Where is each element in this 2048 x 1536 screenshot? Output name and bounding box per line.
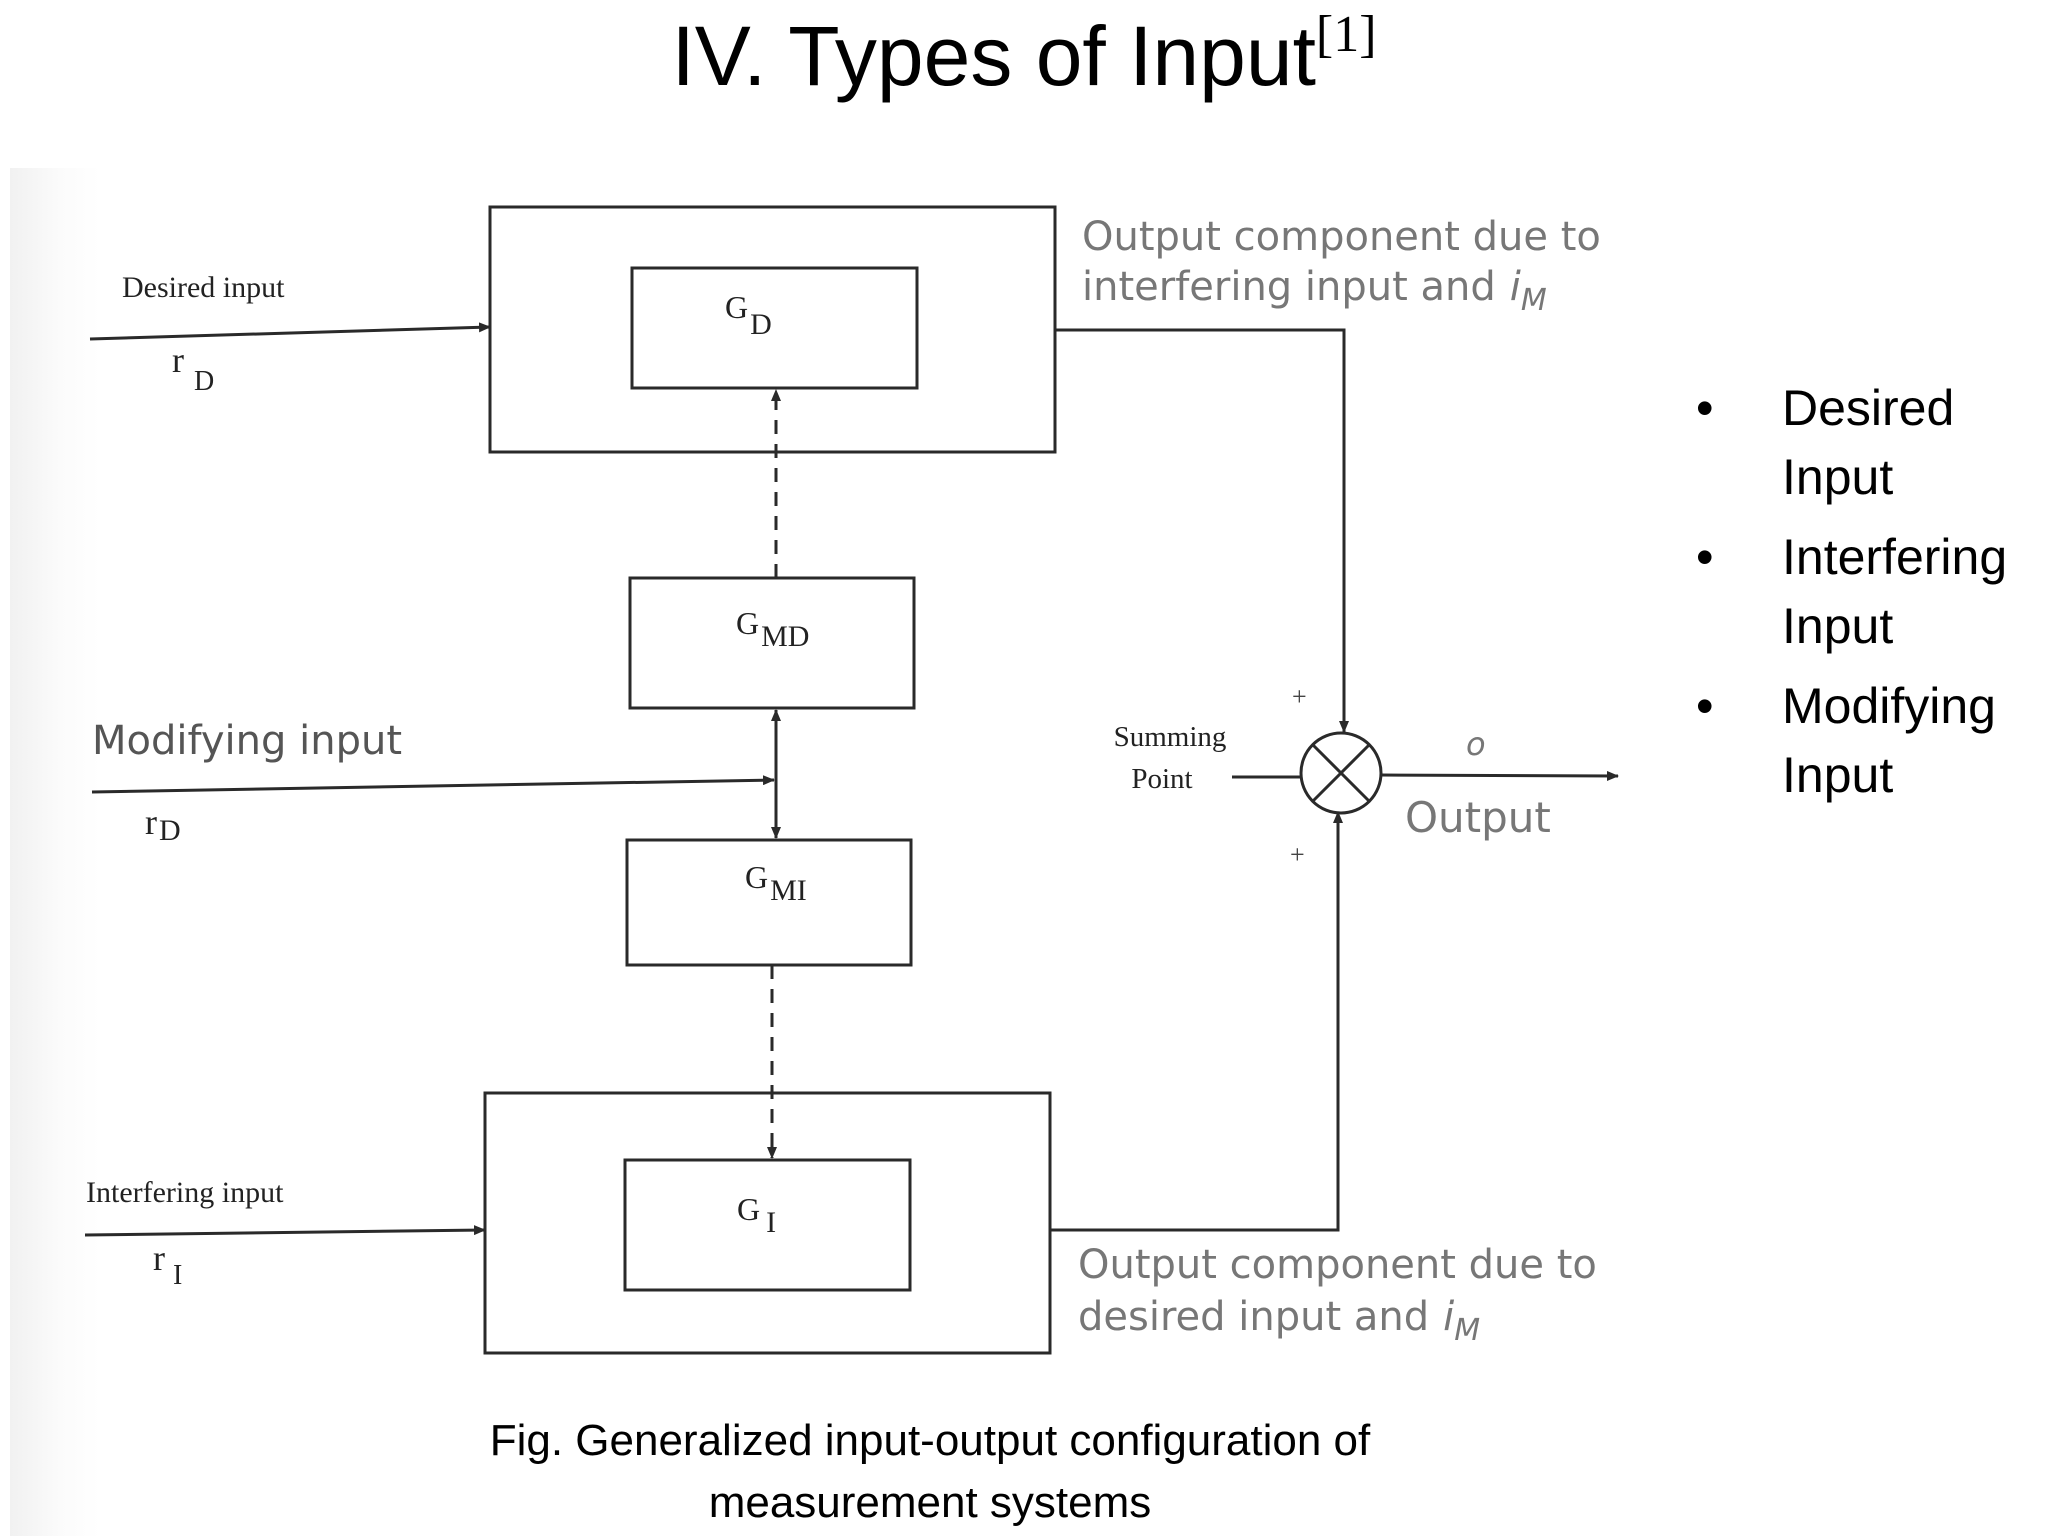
summing-point-label-line2: Point — [1131, 763, 1192, 795]
interfering-input-arrow — [84, 1225, 486, 1237]
output-label: Output — [1405, 793, 1551, 842]
interfering-input-sub: I — [173, 1260, 182, 1291]
gd-label-sub: D — [750, 308, 772, 341]
bullet-marker: • — [1696, 380, 1714, 436]
gi-label-g: G — [737, 1191, 760, 1227]
slide-title-text: IV. Types of Input — [671, 9, 1316, 103]
title-reference: [1] — [1315, 6, 1377, 63]
interfering-input-label: Interfering input — [86, 1176, 284, 1209]
gi-label-sub: I — [766, 1206, 776, 1239]
gi-output-line — [1050, 811, 1343, 1232]
gmi-label-g: G — [745, 859, 768, 895]
modifying-input-symbol: rD — [145, 802, 181, 847]
desired-input-sub: D — [194, 366, 214, 397]
output-arrow — [1380, 770, 1619, 781]
gd-output-line — [1055, 328, 1349, 733]
gd-block — [630, 266, 919, 390]
summing-cross-b — [1311, 743, 1371, 803]
bullet-text-line2: Input — [1782, 598, 1894, 654]
desired-input-symbol: rD — [172, 340, 214, 397]
gmi-label: GMI — [745, 859, 807, 907]
gmd-label-g: G — [736, 605, 759, 641]
plus-sign-top: + — [1292, 682, 1307, 711]
summing-point-circle — [1299, 731, 1383, 815]
bullet-marker: • — [1696, 529, 1714, 585]
top-output-annotation-line2: interfering input and iM — [1082, 264, 1547, 318]
figure-caption-line2: measurement systems — [708, 1478, 1152, 1527]
slide-title: IV. Types of Input[1] — [0, 6, 2048, 106]
top-output-annotation-line1: Output component due to — [1082, 214, 1601, 260]
gd-label: GD — [725, 289, 772, 341]
bullet-text-line1: Modifying — [1782, 678, 1996, 734]
gmi-label-sub: MI — [770, 874, 807, 907]
summing-point-label-line1: Summing — [1114, 721, 1227, 753]
desired-input-arrow — [89, 322, 491, 341]
gi-block — [623, 1158, 912, 1292]
bullet-text-line2: Input — [1782, 449, 1894, 505]
bottom-output-i: i — [1443, 1294, 1454, 1340]
gd-label-g: G — [725, 289, 748, 325]
bullet-text-line2: Input — [1782, 747, 1894, 803]
bullet-marker: • — [1696, 678, 1714, 734]
bottom-output-annotation-line2: desired input and iM — [1078, 1294, 1480, 1348]
desired-outer-block — [488, 205, 1057, 454]
gmd-label-sub: MD — [761, 620, 809, 653]
desired-input-r: r — [172, 340, 184, 380]
bottom-output-m: M — [1454, 1313, 1480, 1348]
top-output-i: i — [1510, 264, 1521, 310]
gmd-block — [628, 576, 916, 710]
output-symbol: o — [1466, 725, 1486, 763]
figure-caption: Fig. Generalized input-output configurat… — [380, 1410, 1480, 1534]
modifying-input-sub: D — [159, 814, 181, 847]
bottom-output-annotation-line1: Output component due to — [1078, 1242, 1597, 1288]
bottom-output-annotation-text: desired input and — [1078, 1294, 1429, 1340]
bullet-text-line1: Interfering — [1782, 529, 2008, 585]
modifying-input-r: r — [145, 802, 157, 842]
top-output-annotation-text: interfering input and — [1082, 264, 1496, 310]
interfering-outer-block — [483, 1091, 1052, 1355]
top-output-m: M — [1521, 283, 1547, 318]
modifying-input-arrow — [91, 775, 775, 794]
modifying-input-label: Modifying input — [92, 718, 402, 764]
desired-input-label: Desired input — [122, 271, 285, 304]
bullet-text-line1: Desired — [1782, 380, 1955, 436]
plus-sign-bottom: + — [1290, 840, 1305, 869]
figure-caption-line1: Fig. Generalized input-output configurat… — [489, 1416, 1371, 1465]
gmd-label: GMD — [736, 605, 809, 653]
gmi-block — [625, 838, 913, 967]
interfering-input-r: r — [153, 1238, 165, 1278]
